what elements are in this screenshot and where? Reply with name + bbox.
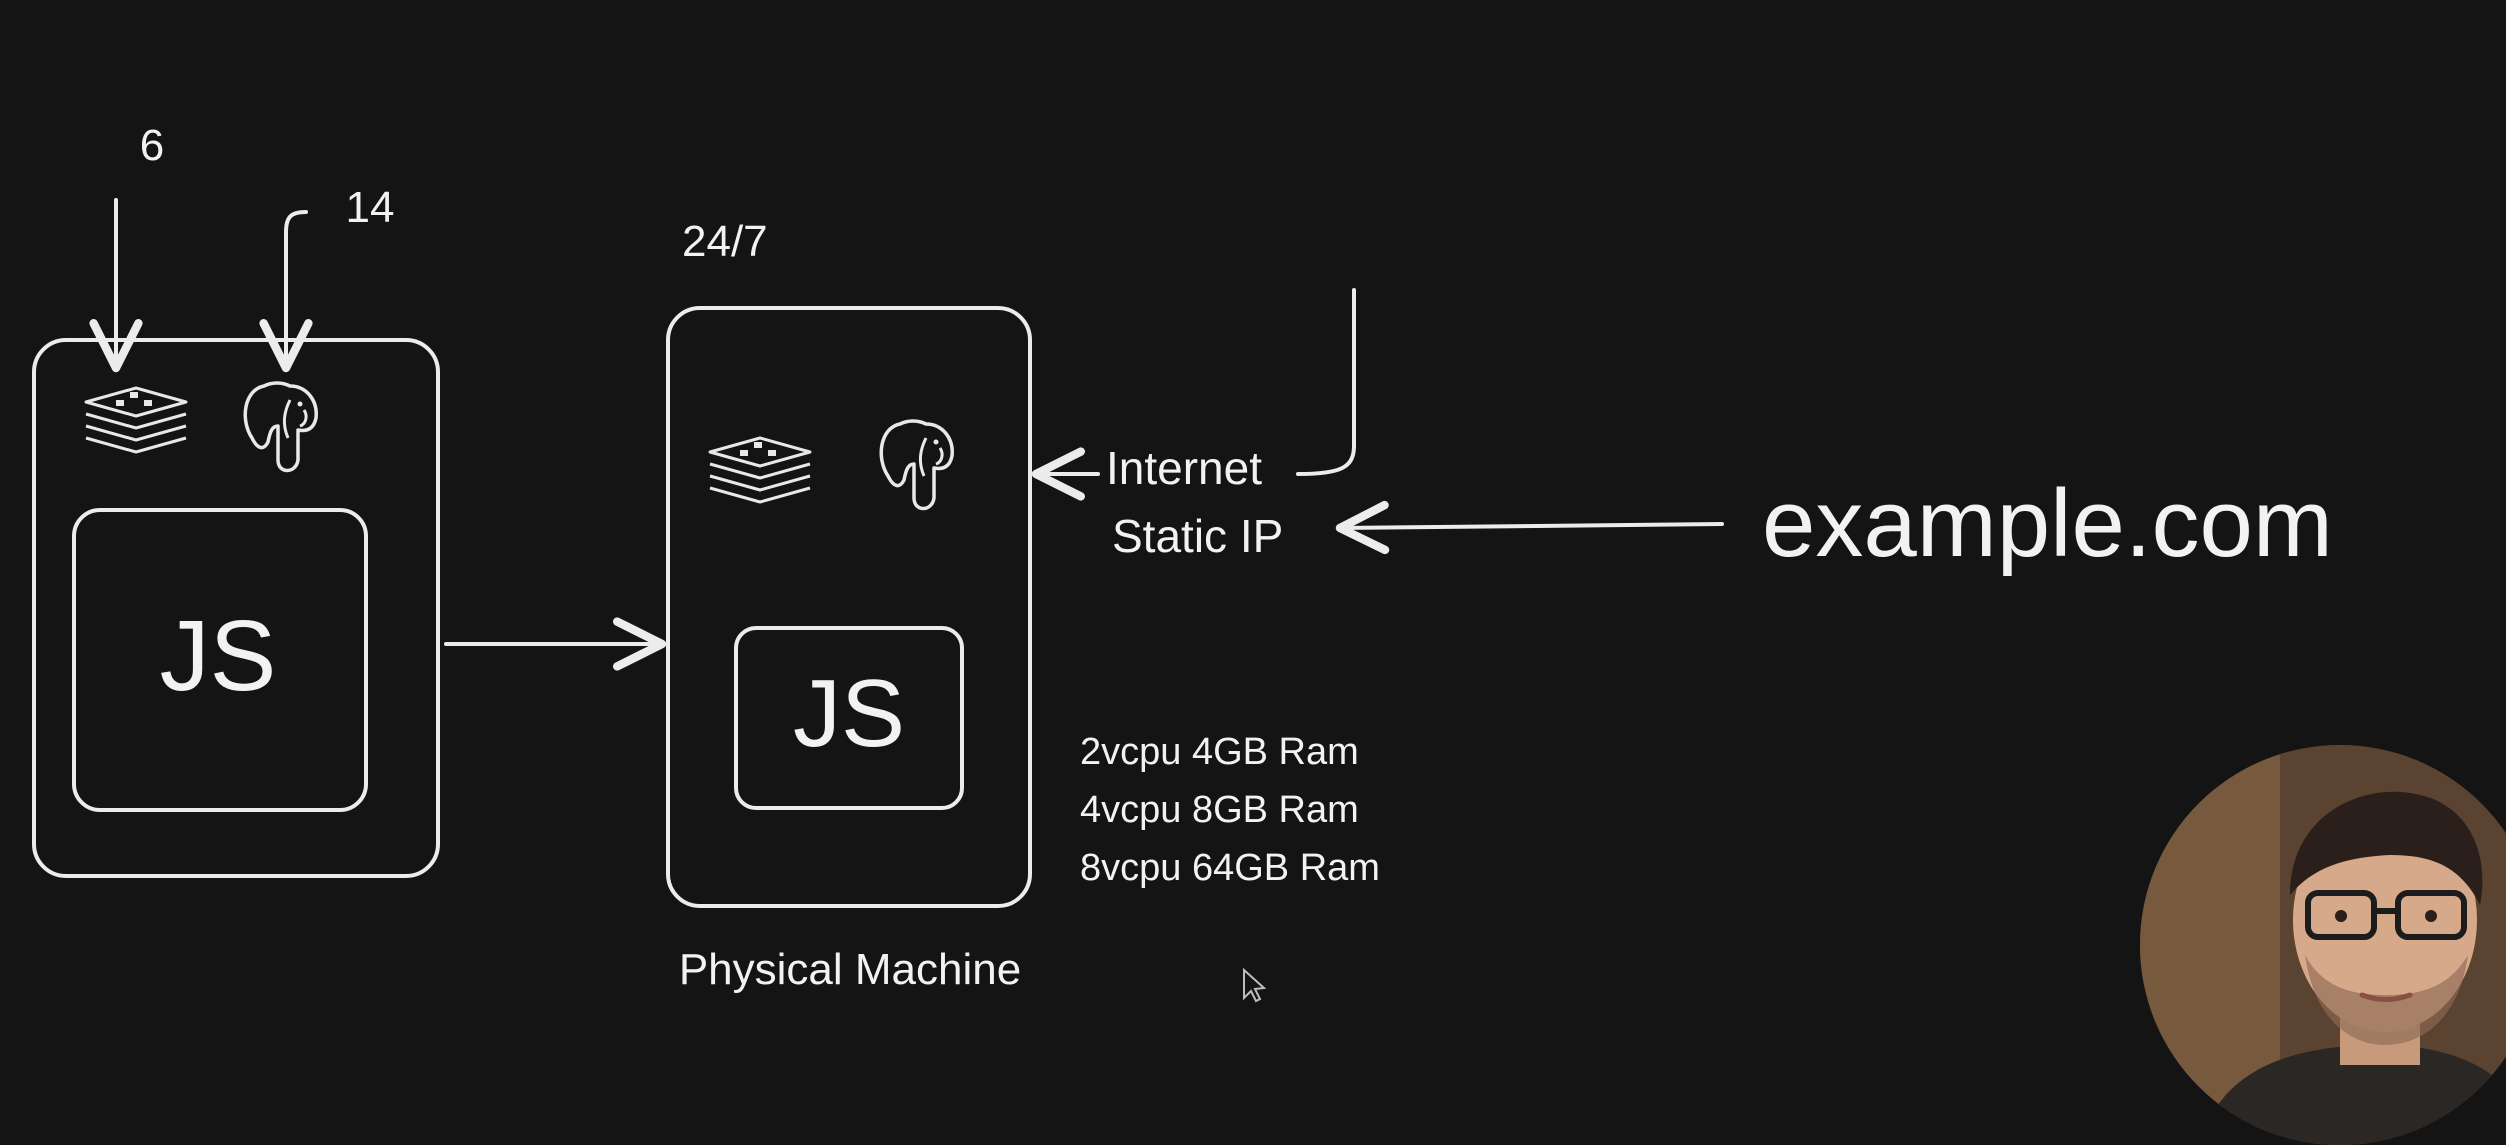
physical-js-box — [734, 626, 964, 810]
local-machine: JS — [32, 338, 440, 878]
local-machine-box — [32, 338, 440, 878]
local-js-label: JS — [160, 600, 277, 712]
local-js-box — [72, 508, 368, 812]
redis-icon — [84, 386, 188, 454]
domain-arrow — [1335, 500, 1724, 555]
physical-uptime-label: 24/7 — [682, 217, 768, 266]
physical-js-label: JS — [793, 660, 905, 767]
internet-line — [1296, 288, 1356, 476]
postgres-elephant-icon — [879, 419, 954, 511]
physical-machine-caption: Physical Machine — [679, 945, 1021, 994]
internet-label: Internet — [1106, 442, 1262, 494]
spec-line: 8vcpu 64GB Ram — [1080, 847, 1380, 889]
cursor-icon — [1243, 967, 1267, 1003]
physical-machine: 24/7 JS Physical Machine — [666, 217, 1032, 994]
pg-incoming-arrow — [259, 210, 313, 373]
static-ip-label: Static IP — [1112, 510, 1283, 562]
redis-count-label: 6 — [140, 121, 164, 170]
diagram-canvas: JS 6 14 24/7 JS Physical Machine Interne… — [32, 121, 2333, 1003]
physical-machine-box — [666, 306, 1032, 908]
postgres-elephant-icon — [243, 381, 318, 473]
domain-label: example.com — [1762, 470, 2333, 577]
spec-line: 2vcpu 4GB Ram — [1080, 731, 1359, 773]
pg-count-label: 14 — [346, 183, 395, 232]
redis-icon — [708, 436, 812, 504]
spec-line: 4vcpu 8GB Ram — [1080, 789, 1359, 831]
